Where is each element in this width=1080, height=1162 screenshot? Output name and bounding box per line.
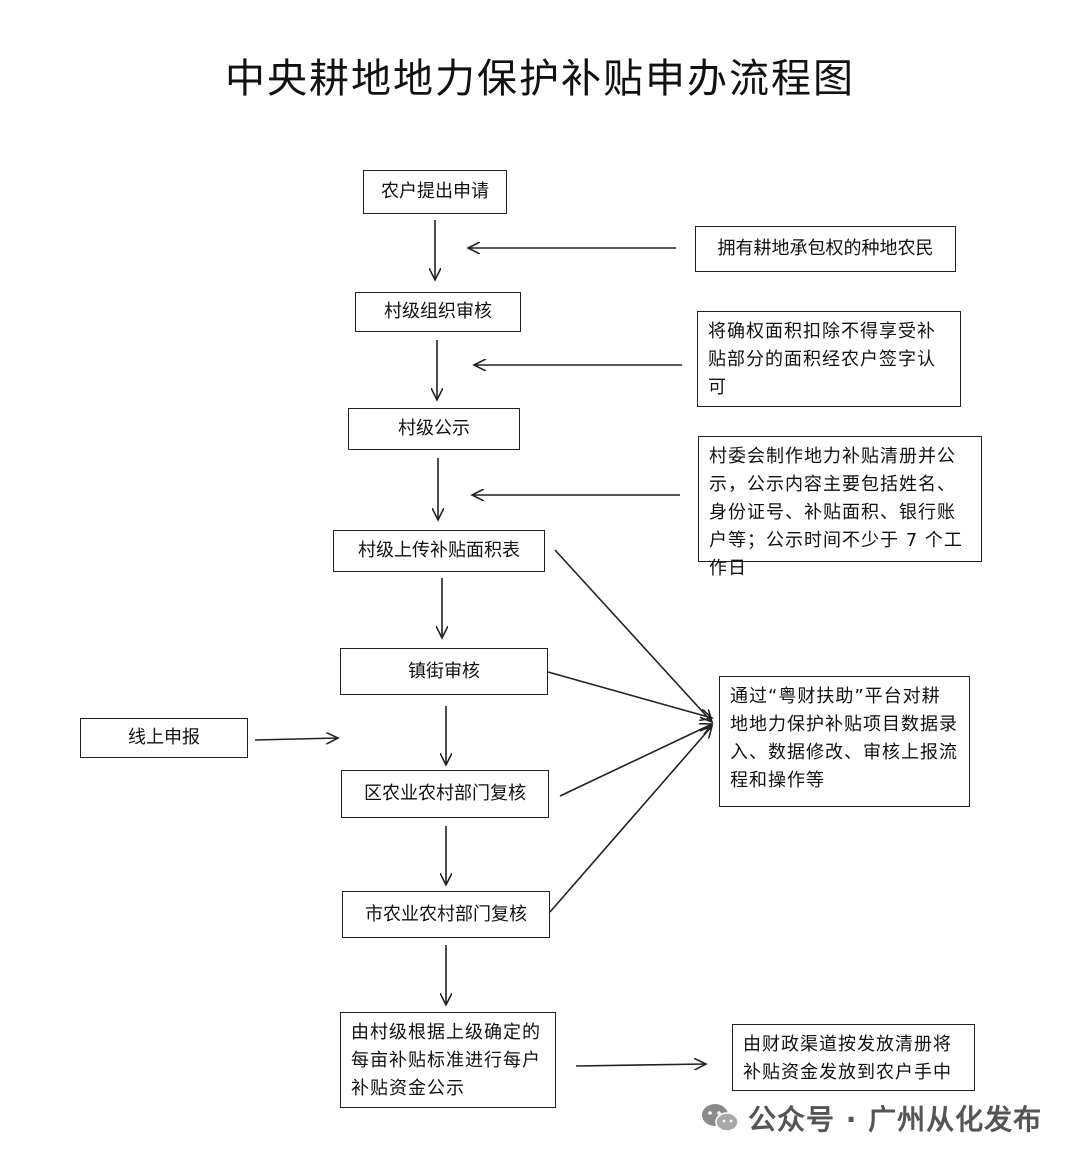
watermark-text: 公众号 · 广州从化发布: [748, 1103, 1043, 1136]
page-title: 中央耕地地力保护补贴申办流程图: [225, 56, 855, 102]
note-publicity-details: 村委会制作地力补贴清册并公示，公示内容主要包括姓名、身份证号、补贴面积、银行账户…: [698, 436, 982, 579]
step-farmer-apply: 农户提出申请: [363, 170, 507, 214]
step-town-review: 镇街审核: [340, 648, 548, 695]
note-area-confirmation: 将确权面积扣除不得享受补贴部分的面积经农户签字认可: [697, 311, 961, 407]
arrow-step4-platform: [554, 549, 712, 722]
note-payment: 由财政渠道按发放清册将补贴资金发放到农户手中: [732, 1024, 975, 1091]
wechat-icon: [700, 1102, 740, 1134]
step-village-publicity: 村级公示: [348, 408, 520, 450]
note-platform: 通过“粤财扶助”平台对耕地地力保护补贴项目数据录入、数据修改、审核上报流程和操作…: [719, 676, 970, 807]
note-eligible-farmers: 拥有耕地承包权的种地农民: [695, 226, 956, 272]
step-district-recheck: 区农业农村部门复核: [341, 770, 549, 818]
step-city-recheck: 市农业农村部门复核: [342, 891, 550, 938]
watermark: 公众号 · 广州从化发布: [700, 1098, 1042, 1138]
arrow-step5-platform: [547, 671, 712, 718]
arrow-step8-payment: [575, 1064, 706, 1066]
arrow-step7-platform: [549, 726, 712, 913]
note-online-report: 线上申报: [80, 718, 248, 758]
step-village-review: 村级组织审核: [355, 292, 521, 332]
arrow-step6-platform: [559, 724, 712, 797]
arrow-online: [254, 738, 338, 740]
step-fund-publicity: 由村级根据上级确定的每亩补贴标准进行每户补贴资金公示: [340, 1012, 556, 1108]
step-village-upload: 村级上传补贴面积表: [333, 530, 545, 572]
